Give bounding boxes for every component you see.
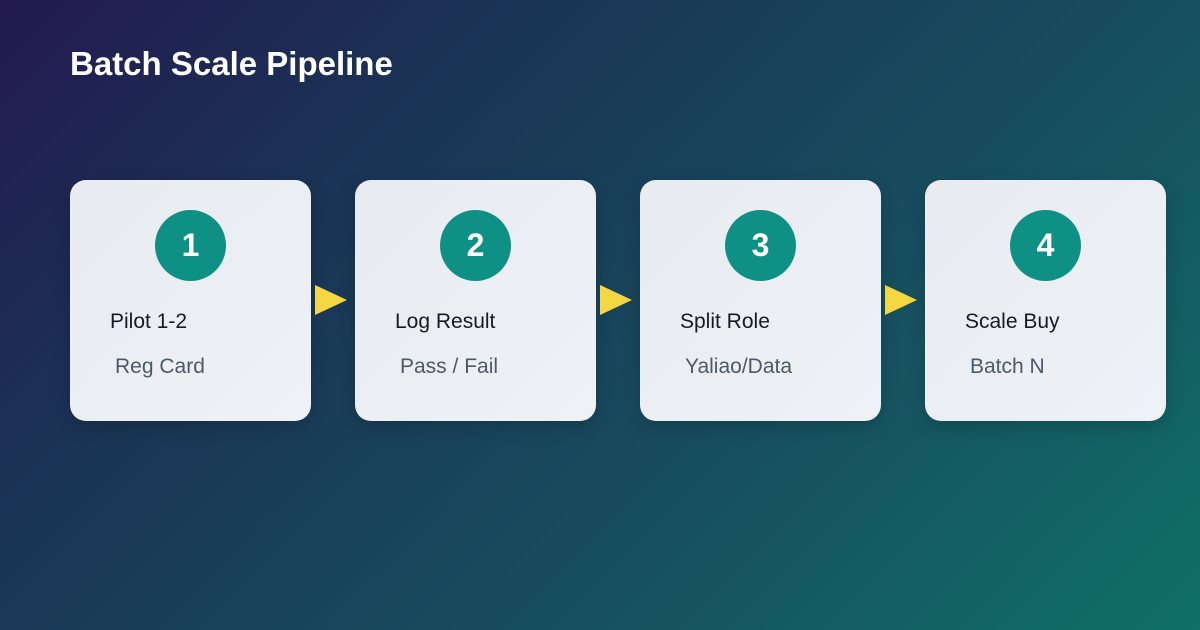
step-title: Pilot 1-2: [110, 310, 188, 333]
step-subtitle: Yaliao/Data: [685, 355, 793, 378]
step-card-3: 3 Split Role Yaliao/Data: [640, 180, 881, 421]
arrow-right-icon: [885, 285, 917, 315]
arrow-right-icon: [315, 285, 347, 315]
step-card-2: 2 Log Result Pass / Fail: [355, 180, 596, 421]
step-subtitle: Batch N: [970, 355, 1045, 378]
step-card-1: 1 Pilot 1-2 Reg Card: [70, 180, 311, 421]
arrow-right-icon: [600, 285, 632, 315]
page-title: Batch Scale Pipeline: [70, 45, 393, 82]
step-title: Scale Buy: [965, 310, 1060, 333]
step-number-badge: 3: [725, 210, 796, 281]
step-title: Log Result: [395, 310, 496, 333]
step-subtitle: Pass / Fail: [400, 355, 499, 378]
step-number-badge: 2: [440, 210, 511, 281]
step-number-badge: 4: [1010, 210, 1081, 281]
step-number-badge: 1: [155, 210, 226, 281]
step-card-4: 4 Scale Buy Batch N: [925, 180, 1166, 421]
step-title: Split Role: [680, 310, 770, 333]
step-subtitle: Reg Card: [115, 355, 205, 378]
